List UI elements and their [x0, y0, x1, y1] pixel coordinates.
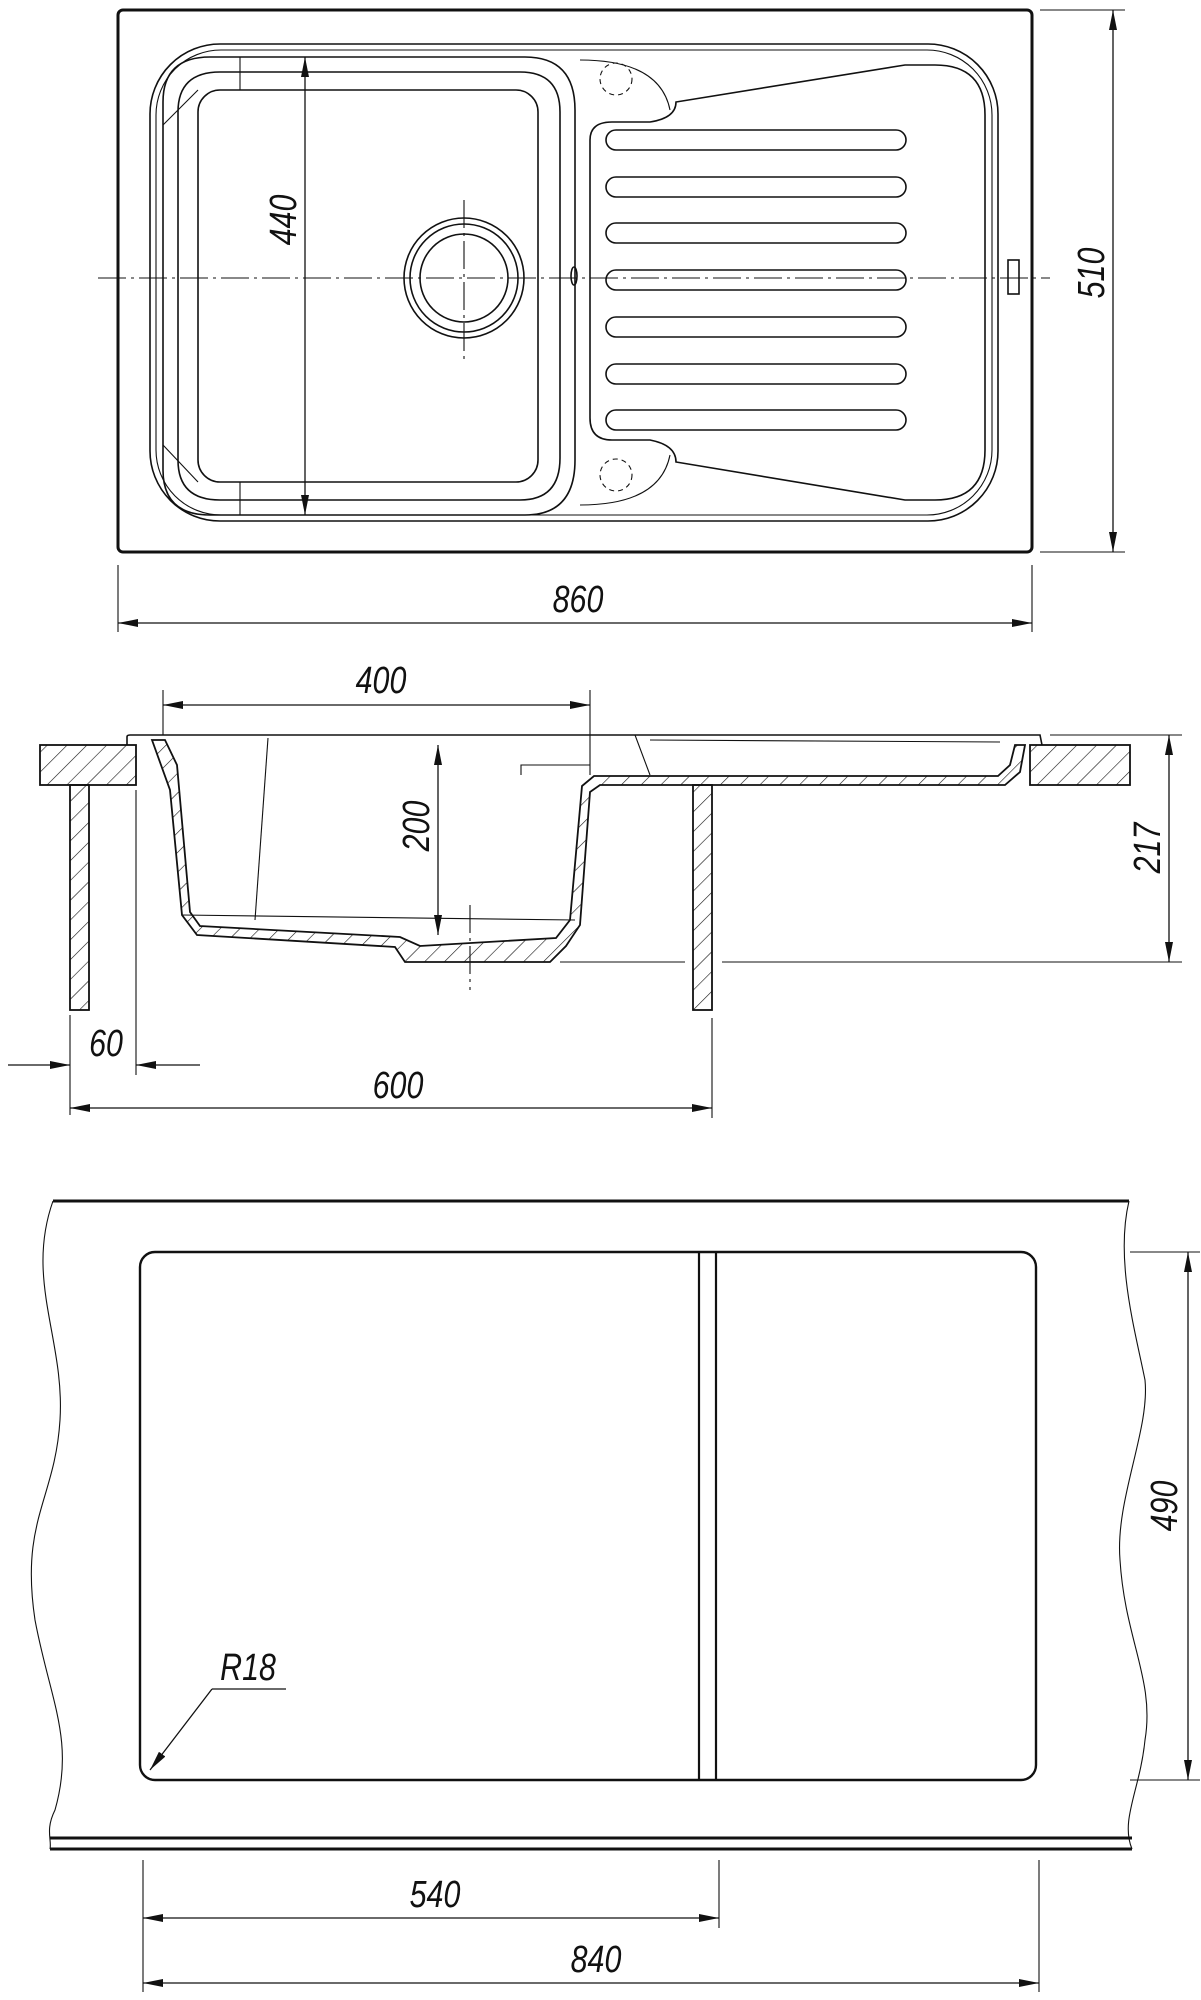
overflow-icon	[570, 266, 578, 286]
dimension-440-label: 440	[263, 195, 305, 246]
bowl-chamfer	[162, 444, 199, 483]
dimension-200-label: 200	[396, 801, 438, 853]
sink-inner-rim	[149, 43, 999, 522]
cutout-view: 490 R18 540 840	[30, 1199, 1200, 1992]
bowl-inner	[197, 89, 539, 483]
radius-label: R18	[220, 1647, 276, 1689]
dimension-217-label: 217	[1127, 821, 1169, 874]
tap-hole-icon	[599, 62, 633, 96]
dimension-400-label: 400	[356, 660, 407, 702]
countertop-right-section	[1029, 744, 1131, 786]
bowl-chamfer	[162, 89, 199, 126]
sink-inner-rim-offset	[155, 49, 993, 516]
break-line-left	[30, 1200, 63, 1850]
dimension-510-label: 510	[1071, 248, 1113, 299]
break-line-right	[1118, 1200, 1148, 1850]
dimension-600-label: 600	[373, 1065, 424, 1107]
drainboard-outline	[589, 64, 986, 501]
dimension-540-label: 540	[410, 1874, 461, 1916]
drainboard-transition	[579, 59, 671, 506]
rib	[605, 129, 907, 151]
cabinet-wall-left	[69, 784, 90, 1011]
bowl-rim	[177, 71, 561, 501]
dimension-60-label: 60	[89, 1023, 123, 1065]
rib	[605, 269, 907, 291]
drainboard-line	[634, 734, 1001, 776]
sink-outer-outline	[116, 8, 1034, 554]
rib	[605, 222, 907, 244]
sink-rim-top	[126, 734, 1043, 746]
bowl-outer	[162, 56, 576, 516]
tap-hole-icon	[599, 458, 633, 492]
cutout-outline	[138, 1250, 1038, 1782]
top-view: 440 510 860	[98, 8, 1125, 632]
bowl-back-wall-line	[254, 737, 269, 921]
rib	[605, 363, 907, 385]
dimension-490-label: 490	[1144, 1481, 1186, 1532]
dimension-840-label: 840	[571, 1939, 622, 1981]
rib	[605, 316, 907, 338]
bowl-step-line	[520, 764, 590, 775]
dimension-860-label: 860	[553, 579, 604, 621]
sink-body-section	[150, 739, 1027, 963]
rib	[605, 176, 907, 198]
cabinet-wall-right	[692, 784, 713, 1011]
rib	[605, 409, 907, 431]
bowl-bottom-line	[181, 914, 576, 921]
radius-leader-arrow	[149, 1688, 213, 1771]
countertop-left-section	[39, 744, 137, 786]
section-view: 400 200 217 60 600	[8, 660, 1182, 1118]
slot-icon	[1007, 259, 1020, 295]
drainboard-ribs	[605, 129, 907, 431]
